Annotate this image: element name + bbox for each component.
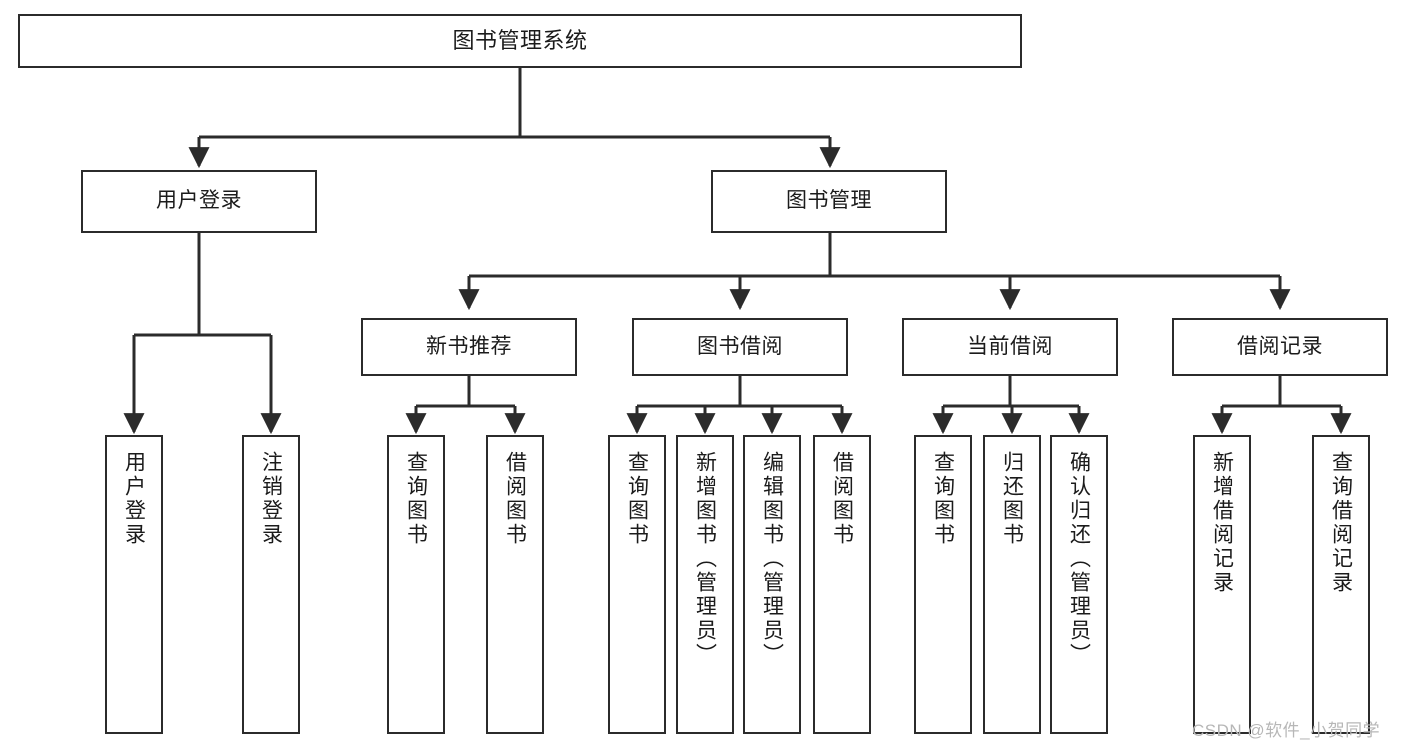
- node-leaf-query-borrow-record-label: 查询借阅记录: [1329, 451, 1353, 595]
- node-root[interactable]: 图书管理系统: [18, 14, 1022, 68]
- node-leaf-return-book-label: 归还图书: [1000, 451, 1024, 547]
- node-borrow-record[interactable]: 借阅记录: [1172, 318, 1388, 376]
- node-leaf-borrow-book[interactable]: 借阅图书: [813, 435, 871, 734]
- node-book-borrow[interactable]: 图书借阅: [632, 318, 848, 376]
- node-leaf-return-book[interactable]: 归还图书: [983, 435, 1041, 734]
- node-leaf-query-book-current[interactable]: 查询图书: [914, 435, 972, 734]
- node-leaf-add-borrow-record[interactable]: 新增借阅记录: [1193, 435, 1251, 734]
- node-leaf-user-login-label: 用户登录: [122, 451, 146, 547]
- node-book-management-label: 图书管理: [786, 189, 872, 213]
- node-leaf-edit-book-admin[interactable]: 编辑图书（管理员）: [743, 435, 801, 734]
- node-leaf-query-book-borrow[interactable]: 查询图书: [608, 435, 666, 734]
- node-root-label: 图书管理系统: [452, 28, 588, 54]
- node-leaf-confirm-return-admin[interactable]: 确认归还（管理员）: [1050, 435, 1108, 734]
- node-leaf-query-book-newbook[interactable]: 查询图书: [387, 435, 445, 734]
- node-leaf-add-book-admin[interactable]: 新增图书（管理员）: [676, 435, 734, 734]
- node-book-borrow-label: 图书借阅: [697, 334, 783, 358]
- node-leaf-query-borrow-record[interactable]: 查询借阅记录: [1312, 435, 1370, 734]
- node-leaf-query-book-newbook-label: 查询图书: [404, 451, 428, 547]
- node-current-borrow[interactable]: 当前借阅: [902, 318, 1118, 376]
- node-leaf-user-login[interactable]: 用户登录: [105, 435, 163, 734]
- node-leaf-logout-label: 注销登录: [259, 451, 283, 547]
- node-new-book-recommend[interactable]: 新书推荐: [361, 318, 577, 376]
- node-leaf-edit-book-admin-label: 编辑图书（管理员）: [760, 451, 784, 667]
- node-borrow-record-label: 借阅记录: [1237, 334, 1323, 358]
- node-leaf-query-book-current-label: 查询图书: [931, 451, 955, 547]
- node-leaf-query-book-borrow-label: 查询图书: [625, 451, 649, 547]
- node-user-login[interactable]: 用户登录: [81, 170, 317, 233]
- node-leaf-borrow-book-label: 借阅图书: [830, 451, 854, 547]
- node-leaf-confirm-return-admin-label: 确认归还（管理员）: [1067, 451, 1091, 667]
- node-leaf-logout[interactable]: 注销登录: [242, 435, 300, 734]
- csdn-watermark: CSDN @软件_小贺同学: [1192, 721, 1381, 740]
- node-current-borrow-label: 当前借阅: [967, 334, 1053, 358]
- node-new-book-recommend-label: 新书推荐: [426, 334, 512, 358]
- node-leaf-borrow-book-newbook[interactable]: 借阅图书: [486, 435, 544, 734]
- node-book-management[interactable]: 图书管理: [711, 170, 947, 233]
- node-leaf-add-book-admin-label: 新增图书（管理员）: [693, 451, 717, 667]
- node-user-login-label: 用户登录: [156, 189, 242, 213]
- node-leaf-add-borrow-record-label: 新增借阅记录: [1210, 451, 1234, 595]
- node-leaf-borrow-book-newbook-label: 借阅图书: [503, 451, 527, 547]
